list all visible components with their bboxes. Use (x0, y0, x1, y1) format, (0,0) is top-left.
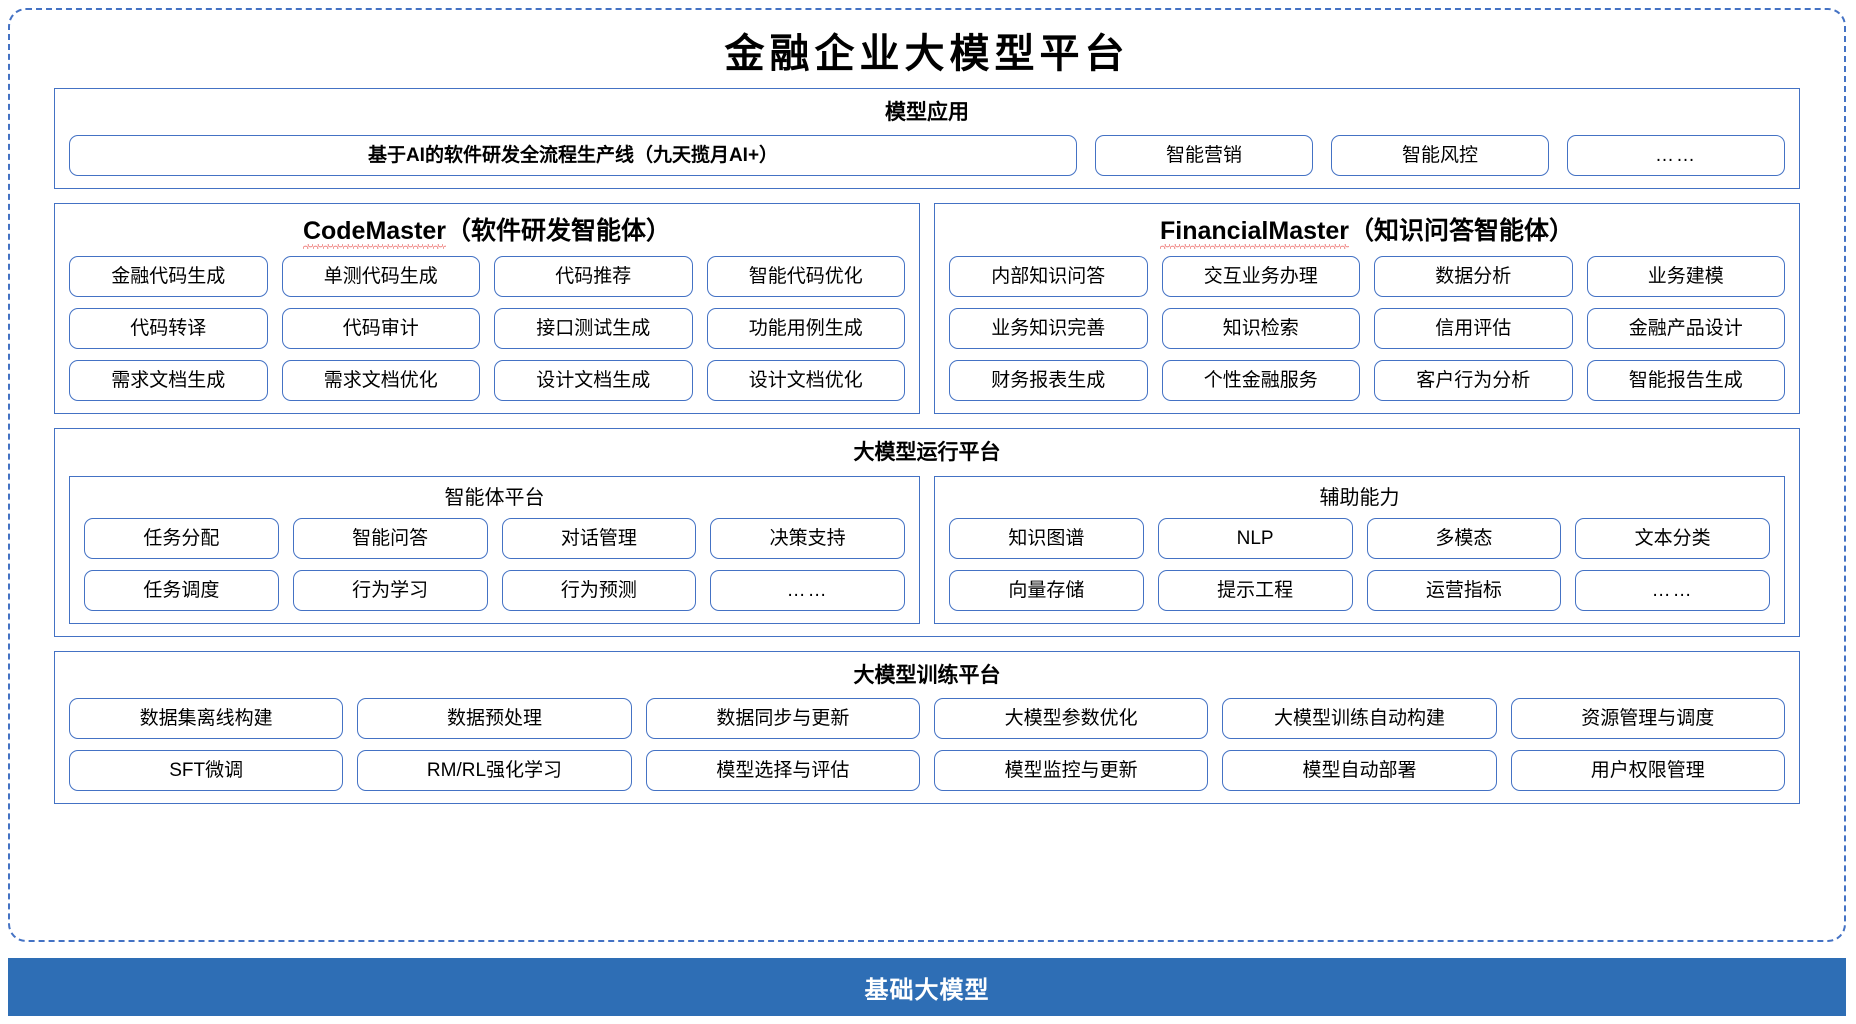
capability-chip[interactable]: 业务建模 (1586, 256, 1785, 298)
panel-agent-platform: 智能体平台 任务分配 智能问答 对话管理 决策支持 任务调度 行为学习 行为预测… (69, 475, 920, 624)
agents-container: CodeMaster（软件研发智能体） 金融代码生成 单测代码生成 代码推荐 智… (54, 203, 1800, 415)
runtime-chip[interactable]: 对话管理 (501, 517, 697, 559)
agent-name-cn-financialmaster: （知识问答智能体） (1348, 217, 1574, 246)
runtime-chip-more[interactable]: …… (710, 569, 905, 611)
section-runtime-platform: 大模型运行平台 智能体平台 任务分配 智能问答 对话管理 决策支持 任务调度 行… (54, 428, 1800, 637)
training-chip[interactable]: 数据集离线构建 (69, 698, 344, 740)
runtime-chip[interactable]: 提示工程 (1157, 569, 1353, 611)
agent-title-financialmaster: FinancialMaster（知识问答智能体） (949, 212, 1785, 256)
agent-name-cn-codemaster: （软件研发智能体） (446, 217, 672, 246)
agent-row: 业务知识完善 知识检索 信用评估 金融产品设计 (949, 308, 1785, 350)
agent-row: 需求文档生成 需求文档优化 设计文档生成 设计文档优化 (69, 360, 905, 402)
training-chip[interactable]: 模型自动部署 (1222, 750, 1497, 792)
section-agent-codemaster: CodeMaster（软件研发智能体） 金融代码生成 单测代码生成 代码推荐 智… (54, 203, 920, 415)
agent-row: 财务报表生成 个性金融服务 客户行为分析 智能报告生成 (949, 360, 1785, 402)
runtime-chip[interactable]: 向量存储 (949, 569, 1144, 611)
base-model-label: 基础大模型 (864, 976, 990, 1004)
training-chip[interactable]: 数据同步与更新 (645, 698, 920, 740)
capability-chip[interactable]: 财务报表生成 (949, 360, 1148, 402)
agent-name-en-financialmaster: FinancialMaster (1160, 217, 1349, 250)
training-chip[interactable]: 数据预处理 (357, 698, 632, 740)
capability-chip[interactable]: 代码推荐 (494, 256, 693, 298)
agent-name-en-codemaster: CodeMaster (302, 217, 447, 250)
capability-chip[interactable]: 需求文档生成 (69, 360, 268, 402)
capability-chip[interactable]: 信用评估 (1374, 308, 1573, 350)
runtime-chip[interactable]: 任务分配 (84, 517, 279, 559)
training-chip[interactable]: 用户权限管理 (1510, 750, 1785, 792)
training-row: 数据集离线构建 数据预处理 数据同步与更新 大模型参数优化 大模型训练自动构建 … (69, 698, 1785, 740)
app-chip-marketing[interactable]: 智能营销 (1095, 135, 1313, 177)
model-application-row: 基于AI的软件研发全流程生产线（九天揽月AI+） 智能营销 智能风控 …… (69, 135, 1785, 177)
runtime-chip[interactable]: 多模态 (1366, 517, 1562, 559)
runtime-panels: 智能体平台 任务分配 智能问答 对话管理 决策支持 任务调度 行为学习 行为预测… (69, 475, 1785, 624)
app-chip-risk-control[interactable]: 智能风控 (1331, 135, 1549, 177)
panel-title-auxiliary-capability: 辅助能力 (1319, 486, 1400, 509)
panel-auxiliary-capability: 辅助能力 知识图谱 NLP 多模态 文本分类 向量存储 提示工程 运营指标 …… (934, 475, 1785, 624)
section-agent-financialmaster: FinancialMaster（知识问答智能体） 内部知识问答 交互业务办理 数… (934, 203, 1800, 415)
runtime-chip-more[interactable]: …… (1575, 569, 1770, 611)
capability-chip[interactable]: 代码转译 (69, 308, 268, 350)
runtime-chip[interactable]: 任务调度 (84, 569, 279, 611)
training-chip[interactable]: RM/RL强化学习 (357, 750, 632, 792)
capability-chip[interactable]: 业务知识完善 (949, 308, 1148, 350)
capability-chip[interactable]: 功能用例生成 (706, 308, 905, 350)
training-chip[interactable]: 模型选择与评估 (645, 750, 920, 792)
agent-row: 金融代码生成 单测代码生成 代码推荐 智能代码优化 (69, 256, 905, 298)
runtime-chip[interactable]: NLP (1157, 517, 1353, 559)
capability-chip[interactable]: 智能报告生成 (1586, 360, 1785, 402)
capability-chip[interactable]: 设计文档生成 (494, 360, 693, 402)
platform-frame: 金融企业大模型平台 模型应用 基于AI的软件研发全流程生产线（九天揽月AI+） … (8, 8, 1846, 942)
runtime-chip[interactable]: 行为学习 (292, 569, 488, 611)
base-model-bar: 基础大模型 (8, 958, 1846, 1016)
runtime-chip[interactable]: 行为预测 (501, 569, 697, 611)
training-chip[interactable]: SFT微调 (69, 750, 344, 792)
capability-chip[interactable]: 设计文档优化 (706, 360, 905, 402)
training-chip[interactable]: 大模型训练自动构建 (1222, 698, 1497, 740)
runtime-chip[interactable]: 智能问答 (292, 517, 488, 559)
app-chip-more[interactable]: …… (1567, 135, 1785, 177)
section-title-model-application: 模型应用 (885, 101, 969, 124)
page-title: 金融企业大模型平台 (724, 30, 1130, 77)
training-chip[interactable]: 资源管理与调度 (1510, 698, 1785, 740)
training-chip[interactable]: 模型监控与更新 (933, 750, 1209, 792)
panel-row: 任务分配 智能问答 对话管理 决策支持 (84, 517, 905, 559)
agent-row: 代码转译 代码审计 接口测试生成 功能用例生成 (69, 308, 905, 350)
training-chip[interactable]: 大模型参数优化 (933, 698, 1209, 740)
section-title-training-platform: 大模型训练平台 (853, 663, 1001, 687)
capability-chip[interactable]: 客户行为分析 (1374, 360, 1573, 402)
agent-row: 内部知识问答 交互业务办理 数据分析 业务建模 (949, 256, 1785, 298)
capability-chip[interactable]: 接口测试生成 (494, 308, 693, 350)
capability-chip[interactable]: 金融代码生成 (69, 256, 268, 298)
capability-chip[interactable]: 需求文档优化 (281, 360, 480, 402)
app-chip-primary[interactable]: 基于AI的软件研发全流程生产线（九天揽月AI+） (69, 135, 1077, 177)
section-model-application: 模型应用 基于AI的软件研发全流程生产线（九天揽月AI+） 智能营销 智能风控 … (54, 88, 1800, 190)
capability-chip[interactable]: 交互业务办理 (1161, 256, 1360, 298)
capability-chip[interactable]: 智能代码优化 (706, 256, 905, 298)
capability-chip[interactable]: 数据分析 (1374, 256, 1573, 298)
agent-title-codemaster: CodeMaster（软件研发智能体） (69, 212, 905, 256)
capability-chip[interactable]: 个性金融服务 (1161, 360, 1360, 402)
capability-chip[interactable]: 金融产品设计 (1586, 308, 1785, 350)
capability-chip[interactable]: 内部知识问答 (949, 256, 1148, 298)
capability-chip[interactable]: 知识检索 (1161, 308, 1360, 350)
runtime-chip[interactable]: 文本分类 (1575, 517, 1770, 559)
capability-chip[interactable]: 单测代码生成 (281, 256, 480, 298)
training-row: SFT微调 RM/RL强化学习 模型选择与评估 模型监控与更新 模型自动部署 用… (69, 750, 1785, 792)
panel-row: 任务调度 行为学习 行为预测 …… (84, 569, 905, 611)
runtime-chip[interactable]: 决策支持 (710, 517, 905, 559)
runtime-chip[interactable]: 知识图谱 (949, 517, 1144, 559)
runtime-chip[interactable]: 运营指标 (1366, 569, 1562, 611)
capability-chip[interactable]: 代码审计 (281, 308, 480, 350)
section-title-runtime-platform: 大模型运行平台 (853, 441, 1001, 465)
panel-row: 向量存储 提示工程 运营指标 …… (949, 569, 1770, 611)
panel-row: 知识图谱 NLP 多模态 文本分类 (949, 517, 1770, 559)
section-training-platform: 大模型训练平台 数据集离线构建 数据预处理 数据同步与更新 大模型参数优化 大模… (54, 650, 1800, 805)
panel-title-agent-platform: 智能体平台 (444, 486, 545, 509)
